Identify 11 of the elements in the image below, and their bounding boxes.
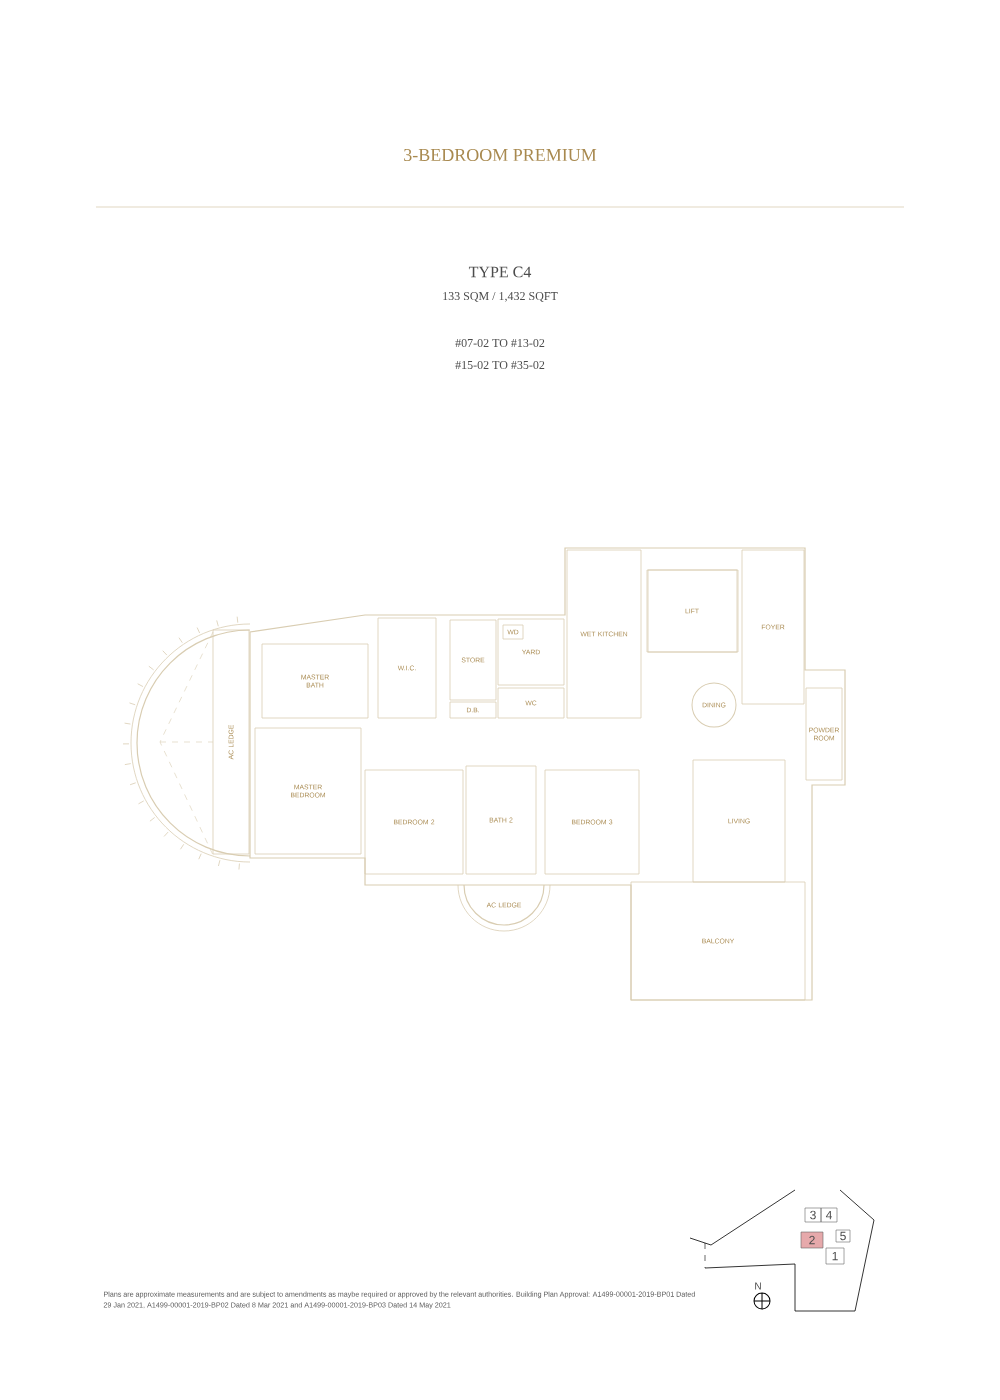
unit-numbers: #07-02 TO #13-02 — [455, 338, 545, 348]
unit-area: 133 SQM / 1,432 SQFT — [443, 292, 558, 302]
unit-numbers: #15-02 TO #35-02 — [455, 360, 545, 370]
block-outline: 4 — [820, 1207, 838, 1223]
block-outline: 2 — [800, 1231, 824, 1249]
north-label: N — [755, 1282, 761, 1290]
block-outline: 1 — [825, 1247, 845, 1265]
page-title: 3-BEDROOM PREMIUM — [404, 148, 597, 162]
unit-type-heading: TYPE C4 — [468, 266, 532, 278]
block-outline: 5 — [835, 1229, 851, 1243]
block-outline: 3 — [804, 1207, 822, 1223]
